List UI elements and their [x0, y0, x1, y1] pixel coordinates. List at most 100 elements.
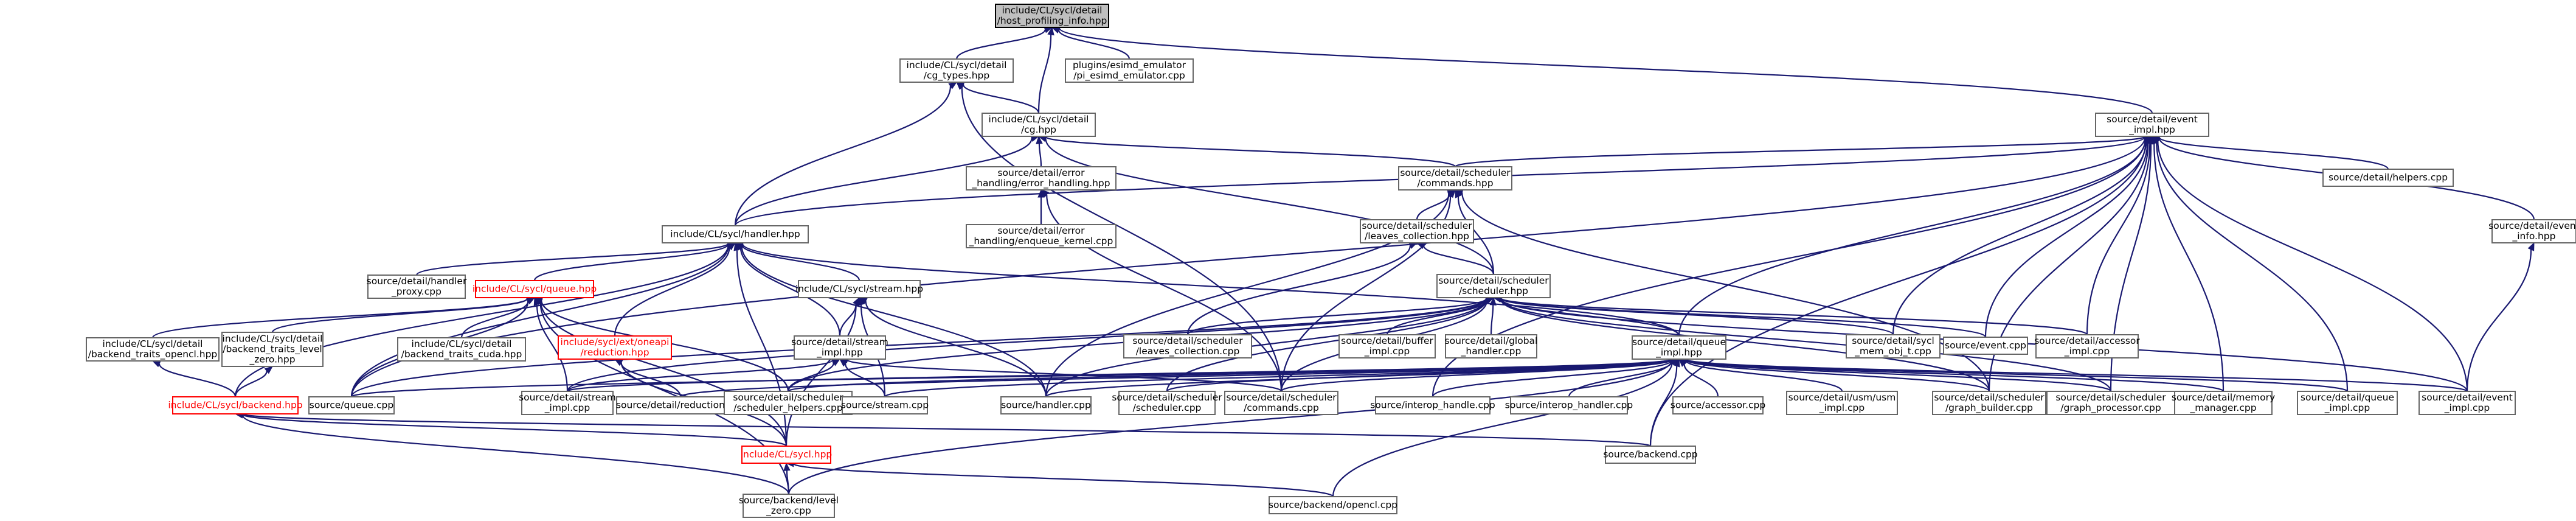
node-root[interactable]: include/CL/sycl/detail/host_profiling_in…	[995, 4, 1109, 28]
node-label-line: source/detail/event	[2422, 392, 2513, 403]
edge-line	[846, 358, 1283, 393]
node-handler-hpp[interactable]: include/CL/sycl/handler.hpp	[662, 225, 809, 243]
edge-line	[1037, 34, 1052, 114]
node-box	[1269, 496, 1397, 514]
node-commands-hpp[interactable]: source/detail/scheduler/commands.hpp	[1398, 166, 1512, 191]
node-bt-l0[interactable]: include/CL/sycl/detail/backend_traits_le…	[221, 332, 324, 367]
node-queue-cpp[interactable]: source/queue.cpp	[308, 396, 395, 414]
node-backend-hpp[interactable]: include/CL/sycl/backend.hpp	[168, 396, 303, 414]
node-bt-opencl[interactable]: include/CL/sycl/detail/backend_traits_op…	[86, 337, 220, 362]
node-box	[1375, 396, 1491, 414]
node-accessor-impl[interactable]: source/detail/accessor_impl.cpp	[2034, 334, 2140, 358]
node-event-info-hpp[interactable]: source/detail/event_info.hpp	[2488, 219, 2576, 243]
edge-line	[566, 298, 1487, 392]
edge-line	[271, 298, 528, 333]
edge-line	[788, 360, 1673, 495]
node-interop-handler[interactable]: source/interop_handler.cpp	[1505, 396, 1633, 414]
edge-line	[1685, 358, 2468, 393]
node-opencl-cpp[interactable]: source/backend/opencl.cpp	[1269, 496, 1397, 514]
node-error-handling-hpp[interactable]: source/detail/error_handling/error_handl…	[966, 166, 1117, 191]
node-label-line: source/detail/reduction.cpp	[616, 400, 745, 411]
node-cg-types[interactable]: include/CL/sycl/detail/cg_types.hpp	[899, 58, 1014, 83]
node-reduction-cpp[interactable]: source/detail/reduction.cpp	[616, 396, 745, 414]
node-stream-cpp[interactable]: source/stream.cpp	[841, 396, 929, 414]
node-buffer-impl[interactable]: source/detail/buffer_impl.cpp	[1338, 334, 1436, 358]
node-memory-manager[interactable]: source/detail/memory_manager.cpp	[2172, 391, 2275, 415]
node-label-line: _impl.cpp	[2444, 402, 2490, 414]
node-handler-cpp[interactable]: source/handler.cpp	[1000, 396, 1092, 414]
edge-cg-to-root	[1037, 26, 1054, 114]
edge-handler_proxy-to-handler_hpp	[415, 240, 736, 276]
node-label-line: include/CL/sycl/backend.hpp	[168, 400, 302, 411]
edge-handler_cpp-to-handler_hpp	[734, 242, 1047, 397]
node-box	[1632, 335, 1726, 360]
node-label-line: source/detail/queue	[1632, 337, 1726, 348]
edge-mem_obj-to-event_impl_hpp	[1892, 136, 2153, 335]
node-label-line: source/detail/error	[997, 225, 1085, 236]
node-scheduler-hpp[interactable]: source/detail/scheduler/scheduler.hpp	[1436, 274, 1551, 298]
node-queue-impl-cpp[interactable]: source/detail/queue_impl.cpp	[2297, 391, 2398, 415]
node-sched-helpers[interactable]: source/detail/scheduler/scheduler_helper…	[724, 391, 853, 415]
edge-handler_hpp-to-cg_types	[734, 82, 958, 226]
edge-line	[1984, 142, 2148, 338]
node-box	[798, 280, 921, 298]
node-mem-obj[interactable]: source/detail/sycl_mem_obj_t.cpp	[1846, 334, 1941, 358]
node-event-cpp[interactable]: source/event.cpp	[1943, 337, 2028, 355]
node-event-impl-hpp[interactable]: source/detail/event_impl.hpp	[2095, 113, 2209, 137]
edge-arrowhead	[1047, 26, 1054, 36]
node-sycl-hpp[interactable]: include/CL/sycl.hpp	[741, 446, 833, 464]
edge-arrowhead	[948, 82, 958, 89]
node-enqueue-kernel-cpp[interactable]: source/detail/error_handling/enqueue_ker…	[966, 224, 1117, 248]
node-leaves-hpp[interactable]: source/detail/scheduler/leaves_collectio…	[1360, 219, 1474, 243]
node-queue-hpp[interactable]: include/CL/sycl/queue.hpp	[473, 280, 597, 298]
node-label-line: source/backend.cpp	[1603, 449, 1697, 460]
node-graph-processor[interactable]: source/detail/scheduler/graph_processor.…	[2046, 391, 2175, 415]
node-label-line: source/detail/sycl	[1852, 335, 1934, 346]
node-stream-impl-hpp[interactable]: source/detail/stream_impl.hpp	[791, 335, 888, 360]
node-stream-impl-cpp[interactable]: source/detail/stream_impl.cpp	[519, 391, 616, 415]
edge-line	[158, 363, 237, 397]
node-pi-esimd[interactable]: plugins/esimd_emulator/pi_esimd_emulator…	[1065, 58, 1194, 83]
node-commands-cpp[interactable]: source/detail/scheduler/commands.cpp	[1224, 391, 1338, 415]
node-cg[interactable]: include/CL/sycl/detail/cg.hpp	[982, 113, 1096, 137]
edge-line	[1045, 136, 1456, 168]
node-handler-proxy[interactable]: source/detail/handler_proxy.cpp	[367, 274, 467, 299]
edge-arrowhead	[1447, 189, 1456, 198]
node-backend-cpp[interactable]: source/backend.cpp	[1603, 446, 1698, 464]
node-label-line: source/detail/scheduler	[1400, 167, 1511, 178]
node-event-impl-cpp[interactable]: source/detail/event_impl.cpp	[2418, 391, 2516, 415]
node-helpers-cpp[interactable]: source/detail/helpers.cpp	[2322, 169, 2454, 187]
node-leaves-cpp[interactable]: source/detail/scheduler/leaves_collectio…	[1123, 334, 1252, 358]
node-box	[662, 225, 809, 243]
node-stream-hpp[interactable]: include/CL/sycl/stream.hpp	[795, 280, 923, 298]
edge-line	[1685, 360, 1843, 392]
node-bt-cuda[interactable]: include/CL/sycl/detail/backend_traits_cu…	[397, 337, 526, 362]
node-box	[172, 396, 299, 414]
node-scheduler-cpp[interactable]: source/detail/scheduler/scheduler.cpp	[1112, 391, 1222, 415]
node-accessor-cpp[interactable]: source/accessor.cpp	[1671, 396, 1765, 414]
edge-line	[2157, 141, 2468, 392]
edge-line	[786, 470, 790, 495]
edge-line	[1500, 297, 2088, 336]
node-label-line: source/detail/event	[2107, 114, 2198, 125]
node-usm-impl[interactable]: source/detail/usm/usm_impl.cpp	[1786, 391, 1898, 415]
node-label-line: /reduction.hpp	[580, 347, 649, 358]
node-box	[2035, 334, 2139, 358]
node-graph-builder[interactable]: source/detail/scheduler/graph_builder.cp…	[1932, 391, 2046, 415]
node-queue-impl-hpp[interactable]: source/detail/queue_impl.hpp	[1632, 335, 1726, 360]
edge-line	[415, 243, 729, 276]
node-box	[2297, 391, 2398, 415]
node-label-line: include/CL/sycl/detail	[1002, 5, 1103, 16]
edge-line	[785, 304, 857, 447]
node-reduction-hpp[interactable]: include/sycl/ext/oneapi/reduction.hpp	[558, 335, 672, 360]
edges-layer	[151, 24, 2535, 498]
node-global-handler[interactable]: source/detail/global_handler.cpp	[1445, 334, 1538, 358]
node-box	[521, 391, 614, 415]
node-label-line: /scheduler.cpp	[1133, 402, 1202, 413]
edge-commands_hpp-to-cg	[1037, 133, 1456, 168]
node-interop-handle[interactable]: source/interop_handle.cpp	[1370, 396, 1495, 414]
node-box	[367, 274, 466, 299]
node-level-zero-cpp[interactable]: source/backend/level_zero.cpp	[739, 494, 839, 518]
edge-line	[787, 358, 1673, 393]
